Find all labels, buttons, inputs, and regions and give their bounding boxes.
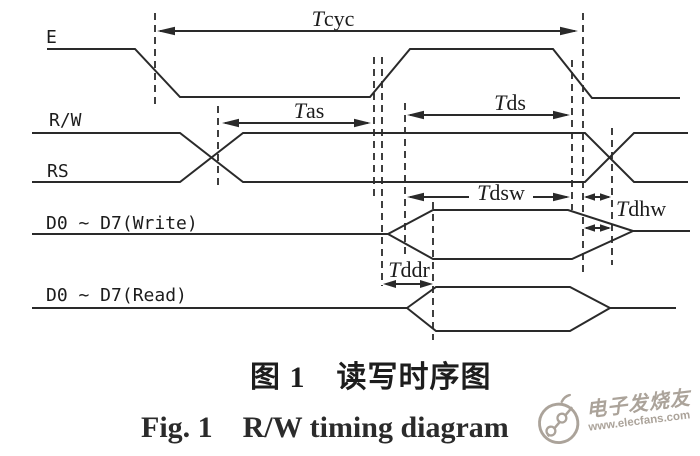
elecfans-logo-icon xyxy=(531,393,585,450)
figure-caption-zh: 图 1 读写时序图 xyxy=(250,361,492,394)
timing-diagram: E R/W RS D0 ~ D7(Write) D0 ~ D7(Read) Tc… xyxy=(32,6,690,340)
tcyc-label: Tcyc xyxy=(312,6,355,31)
write-bus-bottom xyxy=(387,230,634,260)
tdhw-label: Tdhw xyxy=(616,196,666,221)
tdsw-label: Tdsw xyxy=(477,180,525,205)
rw-signal-label: R/W xyxy=(49,110,82,131)
tds-label: Tds xyxy=(494,90,526,115)
watermark: 电子发烧友 www.elecfans.com xyxy=(531,378,700,450)
write-bus-waveform xyxy=(32,209,690,260)
read-bus-top xyxy=(406,286,611,309)
tddr-label: Tddr xyxy=(388,257,430,282)
rs-signal-label: RS xyxy=(47,161,69,182)
tas-arrow xyxy=(222,118,371,128)
read-bus-bottom xyxy=(406,307,611,332)
write-bus-top xyxy=(387,209,634,235)
tas-label: Tas xyxy=(294,98,325,123)
tdsw-label-mask xyxy=(469,183,533,202)
read-bus-label: D0 ~ D7(Read) xyxy=(46,285,187,306)
tdhw-arrow-lower xyxy=(584,224,611,232)
e-signal-waveform xyxy=(47,48,680,99)
e-signal-label: E xyxy=(46,27,57,48)
rw-signal-waveform xyxy=(32,132,688,183)
dashed-reference-lines xyxy=(154,13,613,340)
rs-signal-waveform xyxy=(32,132,688,183)
figure-caption-en: Fig. 1 R/W timing diagram xyxy=(141,411,509,444)
write-bus-label: D0 ~ D7(Write) xyxy=(46,213,198,234)
tdhw-arrow-upper xyxy=(584,193,611,201)
tcyc-arrow xyxy=(157,26,578,36)
read-bus-waveform xyxy=(32,286,676,332)
watermark-text: 电子发烧友 www.elecfans.com xyxy=(585,388,693,435)
tddr-arrow xyxy=(383,280,433,288)
tds-arrow xyxy=(407,110,570,120)
